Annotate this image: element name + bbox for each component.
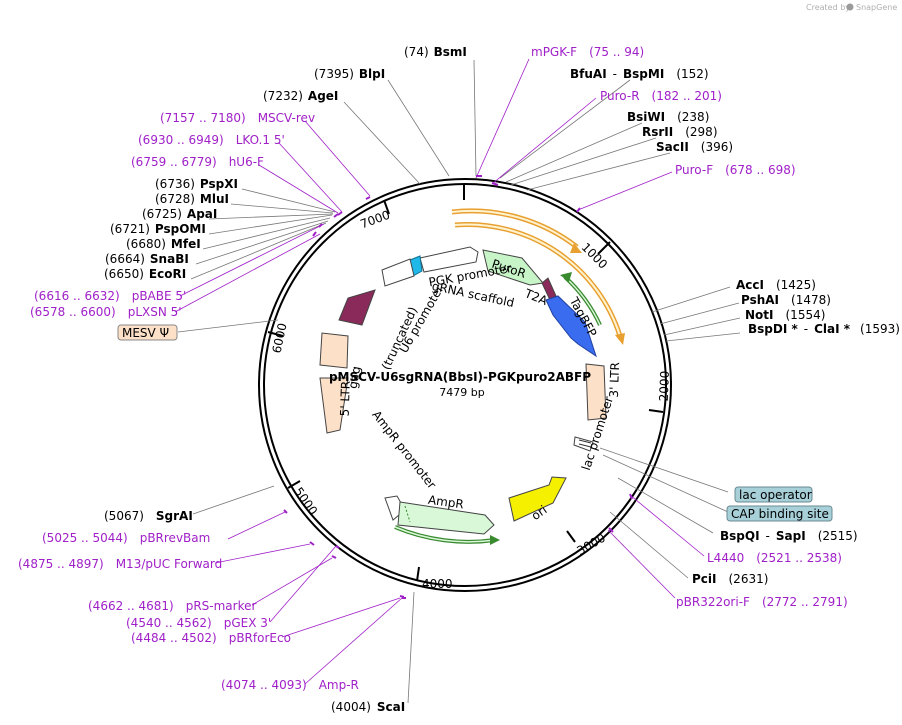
credit-brand: SnapGene: [856, 3, 897, 12]
enzyme-mlui: (6728)MluI: [155, 192, 229, 206]
tick-marks: [267, 184, 664, 582]
tick-1000: 1000: [579, 240, 610, 271]
mesv-box: MESV Ψ: [117, 324, 178, 341]
tick-4000: 4000: [422, 577, 453, 591]
primer-mpgk-f: mPGK-F(75 .. 94): [531, 45, 644, 59]
feature-5ltr: 5' LTR: [338, 381, 353, 417]
primer-puro-r: Puro-R(182 .. 201): [600, 89, 722, 103]
enzyme-mfei: (6680)MfeI: [126, 237, 201, 251]
enzyme-bsiwi: BsiWI(238): [627, 110, 709, 124]
enzyme-blpi: (7395)BlpI: [314, 67, 385, 81]
enzyme-apai: (6725)ApaI: [142, 207, 217, 221]
enzyme-ecori: (6650)EcoRI: [104, 267, 186, 281]
primer-mscv-rev: (7157 .. 7180)MSCV-rev: [160, 111, 315, 125]
primer-pbr322ori-f: pBR322ori-F(2772 .. 2791): [676, 595, 848, 609]
primer-lko1: (6930 .. 6949)LKO.1 5': [138, 133, 285, 147]
enzyme-bsmi: (74)BsmI: [404, 45, 467, 59]
svg-text:CAP binding site: CAP binding site: [731, 507, 829, 521]
feature-ampr-promoter: AmpR promoter: [369, 408, 439, 492]
features: [319, 246, 607, 535]
primer-puro-f: Puro-F(678 .. 698): [675, 163, 796, 177]
enzyme-rsrii: RsrII(298): [642, 125, 718, 139]
primer-markers: [283, 175, 633, 599]
feature-gag: gag: [346, 365, 364, 390]
primer-pgex3: (4540 .. 4562)pGEX 3': [126, 616, 271, 630]
enzyme-bfuai-bspmi: BfuAI-BspMI(152): [570, 67, 709, 81]
enzyme-pspxi: (6736)PspXI: [155, 177, 238, 191]
tick-2000: 2000: [657, 371, 672, 402]
feature-ampr: AmpR: [427, 493, 464, 512]
leader-lines: [174, 58, 741, 704]
tick-3000: 3000: [574, 531, 607, 558]
primer-l4440: L4440(2521 .. 2538): [707, 551, 842, 565]
plasmid-name: pMSCV-U6sgRNA(BbsI)-PGKpuro2ABFP: [329, 370, 591, 384]
primer-prs-marker: (4662 .. 4681)pRS-marker: [88, 599, 256, 613]
enzyme-pcii: PciI(2631): [692, 572, 768, 586]
credit-text: Created by: [806, 3, 850, 12]
enzyme-pshai: PshAI(1478): [741, 293, 831, 307]
tick-6000: 6000: [270, 322, 290, 355]
enzyme-noti: NotI(1554): [745, 308, 825, 322]
lac-operator-box: lac operator: [734, 486, 813, 503]
cap-binding-box: CAP binding site: [726, 505, 833, 522]
primer-plxsn5: (6578 .. 6600)pLXSN 5': [30, 305, 182, 319]
enzyme-sgrai: (5067)SgrAI: [104, 509, 193, 523]
plasmid-size: 7479 bp: [439, 386, 484, 399]
primer-amp-r: (4074 .. 4093)Amp-R: [221, 678, 359, 692]
enzyme-sacii: SacII(396): [656, 140, 733, 154]
feature-3ltr: 3' LTR: [607, 362, 622, 398]
enzyme-pspomi: (6721)PspOMI: [110, 222, 206, 236]
enzyme-acci: AccI(1425): [736, 278, 816, 292]
primer-m13-puc-forward: (4875 .. 4897)M13/pUC Forward: [18, 557, 222, 571]
svg-text:lac operator: lac operator: [739, 488, 812, 502]
enzyme-agei: (7232)AgeI: [263, 89, 338, 103]
primer-hu6-f: (6759 .. 6779)hU6-F: [131, 155, 264, 169]
snapgene-logo: [846, 3, 854, 11]
primer-pbabe5: (6616 .. 6632)pBABE 5': [34, 289, 186, 303]
enzyme-bspqi-sapi: BspQI-SapI(2515): [720, 529, 858, 543]
enzyme-snabi: (6664)SnaBI: [105, 252, 189, 266]
primer-pbrforeco: (4484 .. 4502)pBRforEco: [131, 631, 291, 645]
enzyme-bspdi-clai: BspDI *-ClaI *(1593): [748, 322, 900, 336]
svg-text:MESV Ψ: MESV Ψ: [122, 326, 169, 340]
enzyme-scai: (4004)ScaI: [331, 700, 405, 714]
orf-arrows: [394, 208, 625, 545]
primer-pbrrevbam: (5025 .. 5044)pBRrevBam: [42, 531, 210, 545]
